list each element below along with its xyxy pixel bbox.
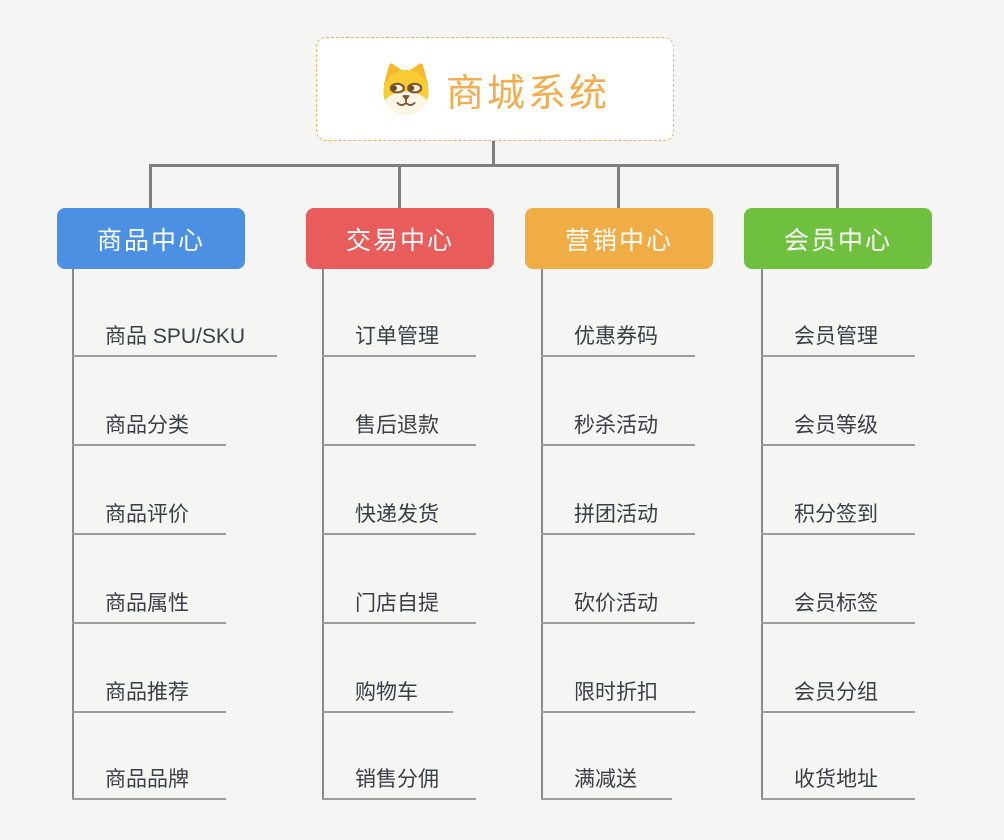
leaf-underline [72, 711, 226, 713]
leaf-underline [541, 444, 695, 446]
leaf-underline [761, 355, 915, 357]
leaf-underline [322, 533, 476, 535]
leaf-underline [322, 711, 453, 713]
leaf-underline [761, 444, 915, 446]
leaf-underline [541, 355, 695, 357]
branch-column-members: 会员管理 会员等级 积分签到 会员标签 会员分组 收货地址 [761, 269, 991, 800]
branch-label: 会员中心 [783, 226, 892, 255]
branch-label: 商品中心 [96, 226, 205, 255]
leaf-underline [322, 798, 476, 800]
leaf-underline [761, 798, 915, 800]
root-title: 商城系统 [445, 72, 610, 115]
branch-column-marketing: 优惠券码 秒杀活动 拼团活动 砍价活动 限时折扣 满减送 [541, 269, 771, 800]
leaf-underline [72, 798, 226, 800]
leaf-underline [761, 533, 915, 535]
leaf-underline [761, 622, 915, 624]
root-node[interactable]: 商城系统 [316, 37, 674, 141]
leaf-underline [322, 444, 476, 446]
connector-horizontal [150, 164, 838, 167]
leaf-underline [72, 355, 277, 357]
connector-drop-1 [149, 164, 152, 209]
branch-column-trade: 订单管理 售后退款 快递发货 门店自提 购物车 销售分佣 [322, 269, 552, 800]
branch-label: 营销中心 [564, 226, 673, 255]
leaf-underline [72, 444, 226, 446]
branch-node-trade[interactable]: 交易中心 [306, 208, 494, 269]
connector-drop-4 [836, 164, 839, 209]
leaf-underline [761, 711, 915, 713]
leaf-underline [541, 798, 672, 800]
branch-node-products[interactable]: 商品中心 [57, 208, 245, 269]
connector-drop-3 [617, 164, 620, 209]
branch-node-members[interactable]: 会员中心 [744, 208, 932, 269]
leaf-underline [541, 622, 695, 624]
connector-root-down [492, 141, 495, 165]
leaf-underline [541, 533, 695, 535]
branch-node-marketing[interactable]: 营销中心 [525, 208, 713, 269]
leaf-underline [322, 355, 476, 357]
connector-drop-2 [398, 164, 401, 209]
leaf-underline [322, 622, 476, 624]
leaf-underline [72, 533, 226, 535]
leaf-underline [72, 622, 226, 624]
leaf-underline [541, 711, 695, 713]
branch-label: 交易中心 [345, 226, 454, 255]
doge-icon [383, 63, 429, 115]
branch-column-products: 商品 SPU/SKU 商品分类 商品评价 商品属性 商品推荐 商品品牌 [72, 269, 302, 800]
